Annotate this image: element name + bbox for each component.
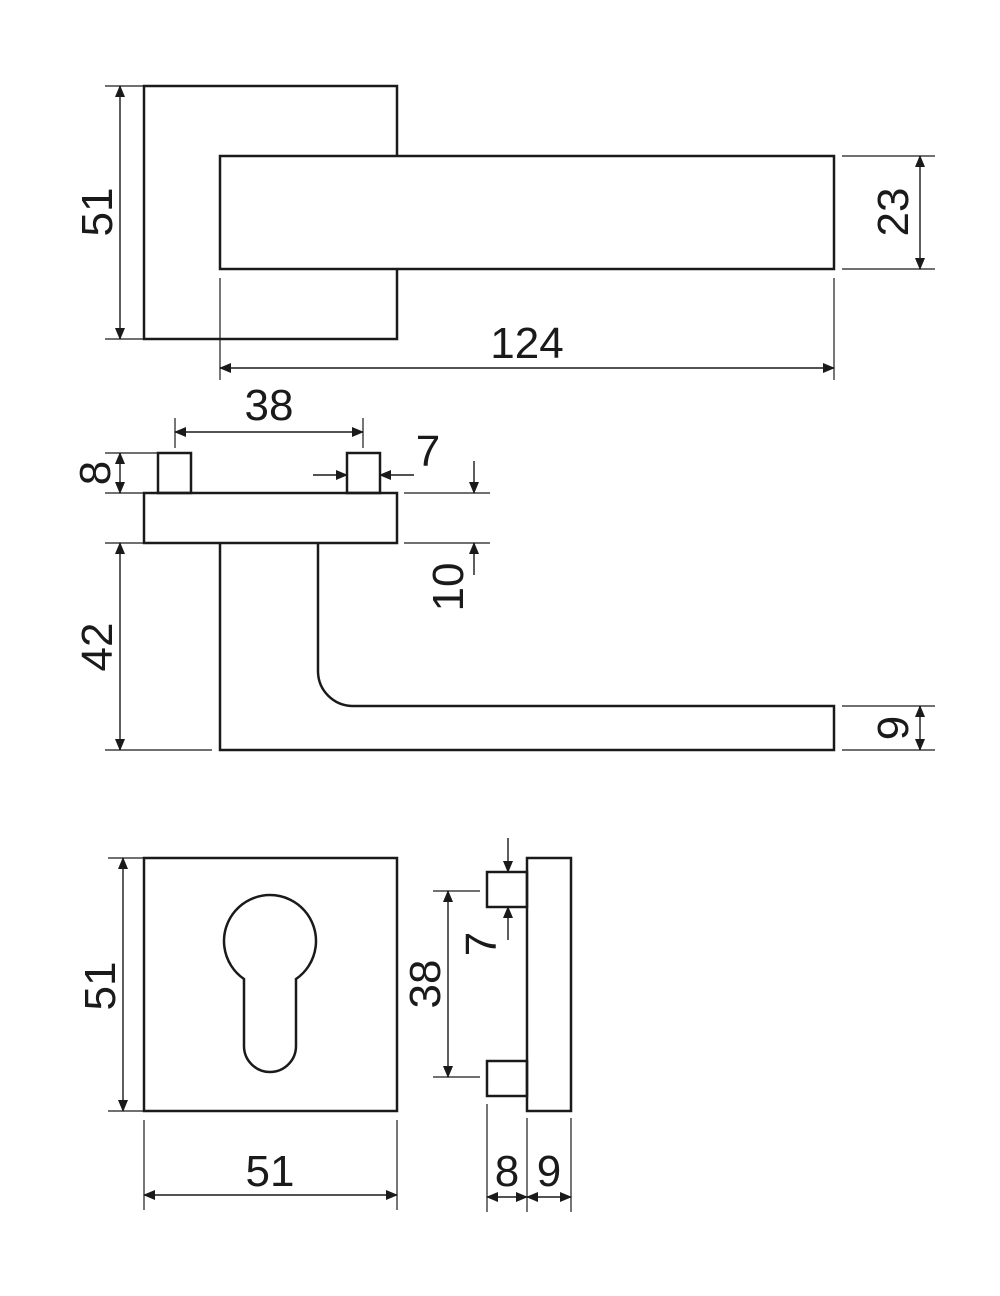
dim-label-lever-thickness: 9: [869, 716, 918, 740]
lever-outline-side: [218, 543, 836, 752]
dim-label-escutcheon-pin-height: 8: [495, 1147, 519, 1196]
side-view: 38 7 8 10 42 9: [71, 381, 935, 752]
escutcheon-front-view: 51 51: [76, 856, 399, 1210]
lever-outline-top: [218, 154, 836, 271]
dim-label-rose-thickness: 10: [424, 563, 473, 612]
keyhole-cutout: [222, 893, 318, 1074]
dim-label-escutcheon-height: 51: [76, 962, 125, 1011]
escutcheon-side-view: 38 7 8 9: [401, 838, 573, 1212]
dim-label-escutcheon-pin-width: 7: [457, 932, 506, 956]
dim-label-lever-projection: 42: [73, 623, 122, 672]
dim-label-pin-width: 7: [416, 427, 440, 476]
dim-label-escutcheon-width: 51: [246, 1147, 295, 1196]
pin-right-side: [345, 451, 382, 495]
dim-label-pin-spacing: 38: [245, 381, 294, 430]
pin-bottom-escutcheon: [485, 1059, 529, 1098]
dim-label-lever-height: 23: [869, 188, 918, 237]
rose-outline-side: [142, 491, 399, 545]
dim-label-escutcheon-pin-spacing: 38: [401, 960, 450, 1009]
escutcheon-plate-front: [142, 856, 399, 1113]
dim-label-pin-height: 8: [71, 461, 120, 485]
escutcheon-plate-side: [525, 856, 573, 1113]
dim-label-rose-height: 51: [73, 188, 122, 237]
top-view: 51 23 124: [73, 84, 935, 380]
pin-top-escutcheon: [485, 870, 529, 909]
pin-left-side: [156, 451, 193, 495]
dim-label-lever-length: 124: [490, 319, 563, 368]
dim-label-escutcheon-plate-thickness: 9: [537, 1147, 561, 1196]
